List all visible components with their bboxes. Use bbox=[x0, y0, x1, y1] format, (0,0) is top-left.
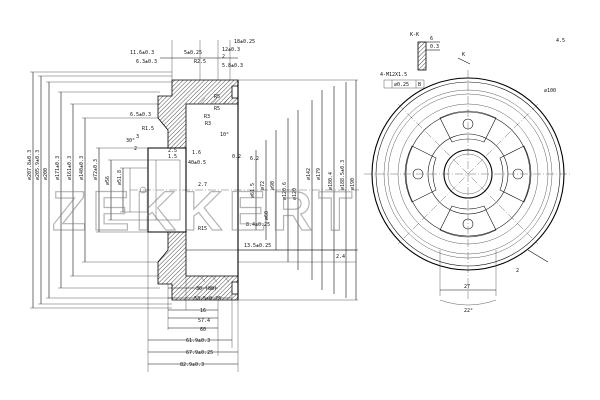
svg-text:30 (88): 30 (88) bbox=[196, 286, 217, 292]
dim-d205: ⌀205.9±0.3 bbox=[35, 150, 41, 180]
svg-text:⌀0.25: ⌀0.25 bbox=[394, 82, 409, 88]
dim-d140: ⌀140±0.3 bbox=[79, 156, 85, 180]
inner-labels: R5 R5 R3 R3 6.5±0.3 R1.5 3 30° 2 2.5 1.5… bbox=[126, 94, 270, 232]
left-dimension-texts: ⌀207.8±0.3 ⌀205.9±0.3 ⌀200 ⌀171±0.3 ⌀161… bbox=[27, 150, 123, 185]
dim-2: 2 bbox=[222, 54, 225, 60]
dim-d51-8: ⌀51.8 bbox=[117, 170, 123, 185]
svg-text:⌀180.4: ⌀180.4 bbox=[328, 172, 334, 190]
svg-text:⌀142: ⌀142 bbox=[306, 168, 312, 180]
svg-text:16: 16 bbox=[200, 308, 206, 314]
svg-text:2: 2 bbox=[516, 268, 519, 274]
bolt-circle-dim: ⌀100 bbox=[544, 88, 556, 94]
svg-text:57.4: 57.4 bbox=[198, 318, 210, 324]
svg-text:⌀190: ⌀190 bbox=[350, 178, 356, 190]
svg-text:1.6: 1.6 bbox=[192, 150, 201, 156]
top-dimensions: 11.6±0.3 6.3±0.3 5±0.25 R2.5 12±0.3 18±0… bbox=[130, 39, 255, 80]
svg-text:R5: R5 bbox=[214, 106, 220, 112]
svg-text:R1.5: R1.5 bbox=[142, 126, 154, 132]
dim-d200: ⌀200 bbox=[43, 168, 49, 180]
corner-note: 4.5 bbox=[556, 38, 565, 44]
svg-text:⌀120.6: ⌀120.6 bbox=[282, 182, 288, 200]
dim-r2-5: R2.5 bbox=[194, 59, 206, 65]
svg-text:1.5: 1.5 bbox=[168, 154, 177, 160]
svg-text:6.5±0.3: 6.5±0.3 bbox=[130, 112, 151, 118]
svg-text:0.2: 0.2 bbox=[232, 154, 241, 160]
brand-watermark: ZEKKERT bbox=[52, 179, 358, 242]
svg-text:67.9±0.25: 67.9±0.25 bbox=[186, 350, 213, 356]
svg-text:13.5±0.25: 13.5±0.25 bbox=[244, 243, 271, 249]
svg-text:2.5: 2.5 bbox=[168, 148, 177, 154]
svg-text:R15: R15 bbox=[198, 226, 207, 232]
svg-text:40±0.5: 40±0.5 bbox=[188, 160, 206, 166]
svg-text:⌀179: ⌀179 bbox=[316, 168, 322, 180]
dim-d56: ⌀56 bbox=[105, 176, 111, 185]
dim-18: 18±0.25 bbox=[234, 39, 255, 45]
svg-text:R3: R3 bbox=[205, 121, 211, 127]
svg-text:⌀61.5: ⌀61.5 bbox=[250, 183, 256, 198]
svg-text:⌀60: ⌀60 bbox=[264, 211, 270, 220]
svg-text:⌀72: ⌀72 bbox=[260, 181, 266, 190]
svg-text:53.5±0.25: 53.5±0.25 bbox=[194, 296, 221, 302]
svg-text:8.4±0.25: 8.4±0.25 bbox=[246, 222, 270, 228]
k-k-title: K-K bbox=[410, 32, 419, 38]
svg-text:61.9±0.3: 61.9±0.3 bbox=[186, 338, 210, 344]
section-mark-k: K bbox=[462, 52, 465, 58]
svg-text:6.2: 6.2 bbox=[250, 156, 259, 162]
svg-text:27: 27 bbox=[464, 284, 470, 290]
svg-text:22°: 22° bbox=[464, 308, 473, 314]
svg-text:0.3: 0.3 bbox=[430, 44, 439, 50]
dim-d72: ⌀72±0.3 bbox=[93, 159, 99, 180]
svg-text:82.9±0.3: 82.9±0.3 bbox=[180, 362, 204, 368]
svg-text:2: 2 bbox=[134, 146, 137, 152]
bottom-dimensions: 13.5±0.25 2.4 30 (88) 53.5±0.25 16 57.4 … bbox=[147, 232, 358, 372]
hub-outline bbox=[147, 147, 187, 233]
left-dimension-lines bbox=[30, 71, 172, 309]
svg-text:⌀188.5±0.3: ⌀188.5±0.3 bbox=[340, 160, 346, 190]
dim-d207: ⌀207.8±0.3 bbox=[27, 150, 33, 180]
svg-text:60: 60 bbox=[200, 327, 206, 333]
svg-text:⌀120: ⌀120 bbox=[292, 188, 298, 200]
svg-text:2.4: 2.4 bbox=[336, 254, 345, 260]
svg-text:R3: R3 bbox=[204, 114, 210, 120]
svg-text:6: 6 bbox=[430, 36, 433, 42]
thread-spec: 4-M12X1.5 bbox=[380, 72, 407, 78]
dim-d171: ⌀171±0.3 bbox=[55, 156, 61, 180]
svg-text:30°: 30° bbox=[126, 138, 135, 144]
svg-text:B: B bbox=[418, 82, 421, 88]
right-dimension-texts: ⌀61.5 ⌀72 ⌀90 ⌀120.6 ⌀120 ⌀142 ⌀179 ⌀180… bbox=[250, 160, 356, 220]
dim-d161: ⌀161±0.3 bbox=[67, 156, 73, 180]
svg-text:2.7: 2.7 bbox=[198, 182, 207, 188]
svg-text:3: 3 bbox=[136, 134, 139, 140]
svg-text:10°: 10° bbox=[220, 132, 229, 138]
dim-12: 12±0.3 bbox=[222, 47, 240, 53]
front-view: 4.5 K 4-M12X1.5 ⌀0.25 B ⌀100 bbox=[364, 38, 572, 314]
dim-6-3: 6.3±0.3 bbox=[136, 59, 157, 65]
svg-text:R5: R5 bbox=[214, 94, 220, 100]
svg-text:⌀90: ⌀90 bbox=[270, 181, 276, 190]
dim-5-8: 5.8±0.3 bbox=[222, 63, 243, 69]
dim-5: 5±0.25 bbox=[184, 50, 202, 56]
dim-11-6: 11.6±0.3 bbox=[130, 50, 154, 56]
section-view: ⌀207.8±0.3 ⌀205.9±0.3 ⌀200 ⌀171±0.3 ⌀161… bbox=[27, 39, 360, 372]
k-k-detail: K-K 6 0.3 bbox=[410, 32, 440, 71]
